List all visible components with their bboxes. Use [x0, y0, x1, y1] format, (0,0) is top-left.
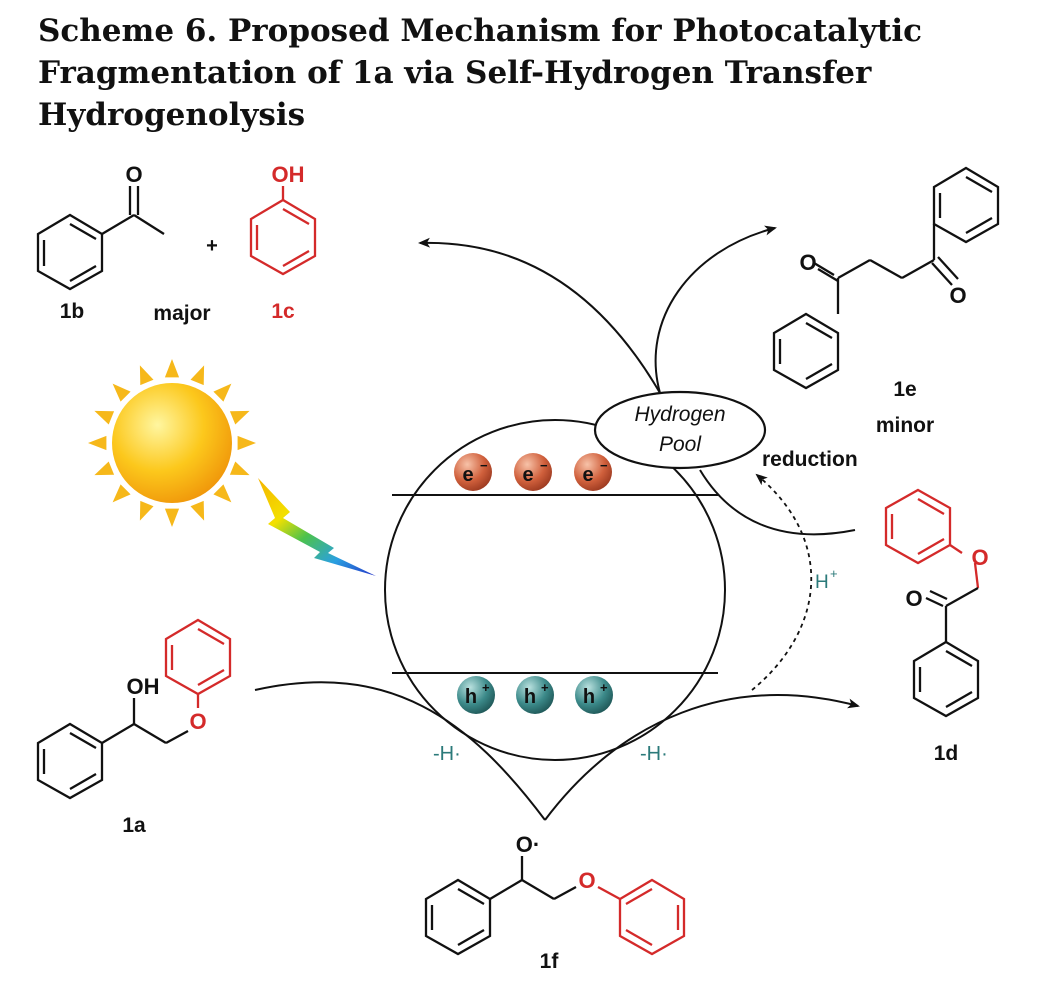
compound-1f — [424, 856, 686, 956]
svg-text:H: H — [815, 572, 829, 593]
svg-text:h: h — [465, 686, 477, 708]
sun-icon — [88, 359, 256, 527]
minor-label: minor — [876, 414, 934, 437]
scheme-title: Scheme 6. Proposed Mechanism for Photoca… — [38, 10, 1038, 136]
svg-text:+: + — [600, 680, 608, 695]
svg-text:−: − — [600, 458, 608, 473]
1e-oxygen-right: O — [949, 283, 966, 308]
svg-text:h: h — [583, 686, 595, 708]
plus-sign: + — [206, 235, 218, 257]
sun-ray — [164, 359, 180, 378]
svg-text:−: − — [540, 458, 548, 473]
label-1f: 1f — [540, 950, 560, 973]
title-line-3: Hydrogenolysis — [38, 97, 306, 133]
svg-text:e: e — [462, 464, 473, 486]
1f-ether-oxygen: O — [578, 868, 595, 893]
sun-ray — [164, 508, 180, 527]
title-line-2: Fragmentation of 1a via Self-Hydrogen Tr… — [38, 55, 872, 91]
light-bolt-icon — [258, 478, 376, 576]
electron: e − — [514, 453, 552, 491]
electron: e − — [454, 453, 492, 491]
compound-1a — [36, 618, 232, 800]
sun-ray — [112, 383, 131, 402]
sun-ray — [190, 365, 205, 386]
oxidation-path-1f-to-1d — [544, 694, 860, 821]
svg-text:+: + — [482, 680, 490, 695]
label-1c: 1c — [271, 300, 295, 323]
hydrogen-pool: Hydrogen Pool — [593, 390, 767, 470]
svg-text:−: − — [480, 458, 488, 473]
svg-text:e: e — [582, 464, 593, 486]
label-1b: 1b — [60, 300, 85, 323]
compound-1b — [36, 186, 165, 291]
1b-oxygen: O — [125, 162, 142, 187]
1d-ether-oxygen: O — [971, 545, 988, 570]
1c-hydroxyl: OH — [272, 162, 305, 187]
h-abstraction-right-label: -H· — [640, 743, 668, 765]
1d-keto-oxygen: O — [905, 586, 922, 611]
compound-1d — [884, 488, 980, 718]
sun-ray — [94, 410, 115, 425]
1a-ether-oxygen: O — [189, 709, 206, 734]
electron: e − — [574, 453, 612, 491]
sun-ray — [112, 484, 131, 503]
label-1d: 1d — [934, 742, 959, 765]
svg-text:+: + — [541, 680, 549, 695]
label-1e: 1e — [893, 378, 916, 401]
hole: h + — [457, 676, 495, 714]
hole: h + — [516, 676, 554, 714]
sun-ray — [94, 461, 115, 476]
sun-ray — [190, 500, 205, 521]
proton-transfer-path — [751, 473, 813, 691]
sun-ray — [213, 484, 232, 503]
pool-label-line-2: Pool — [659, 433, 702, 456]
arrow-to-1b-1c — [418, 237, 661, 394]
svg-text:e: e — [522, 464, 533, 486]
hole: h + — [575, 676, 613, 714]
sun-ray — [229, 461, 250, 476]
photocatalyst-particle — [384, 419, 726, 761]
reduction-label: reduction — [762, 448, 858, 471]
svg-text:+: + — [830, 566, 838, 581]
pool-label-line-1: Hydrogen — [634, 403, 725, 426]
reduction-path-1d — [699, 469, 856, 536]
1f-oxygen-radical: O· — [516, 832, 540, 857]
compound-1e — [772, 166, 1000, 390]
label-1a: 1a — [122, 814, 146, 837]
sun-ray — [88, 435, 107, 451]
sun-ray — [237, 435, 256, 451]
h-abstraction-left-label: -H· — [433, 743, 461, 765]
compound-1c — [249, 186, 317, 276]
proton-label: H + — [815, 566, 838, 593]
sun-ray — [229, 410, 250, 425]
1e-oxygen-left: O — [799, 250, 816, 275]
svg-text:h: h — [524, 686, 536, 708]
oxidation-path-1a-to-1f — [254, 681, 546, 821]
sun-ray — [139, 500, 154, 521]
title-line-1: Scheme 6. Proposed Mechanism for Photoca… — [38, 13, 922, 49]
sun-ray — [213, 383, 232, 402]
sun-ray — [139, 365, 154, 386]
1a-hydroxyl: OH — [127, 674, 160, 699]
arrow-to-1e — [654, 225, 777, 394]
major-label: major — [153, 302, 210, 325]
